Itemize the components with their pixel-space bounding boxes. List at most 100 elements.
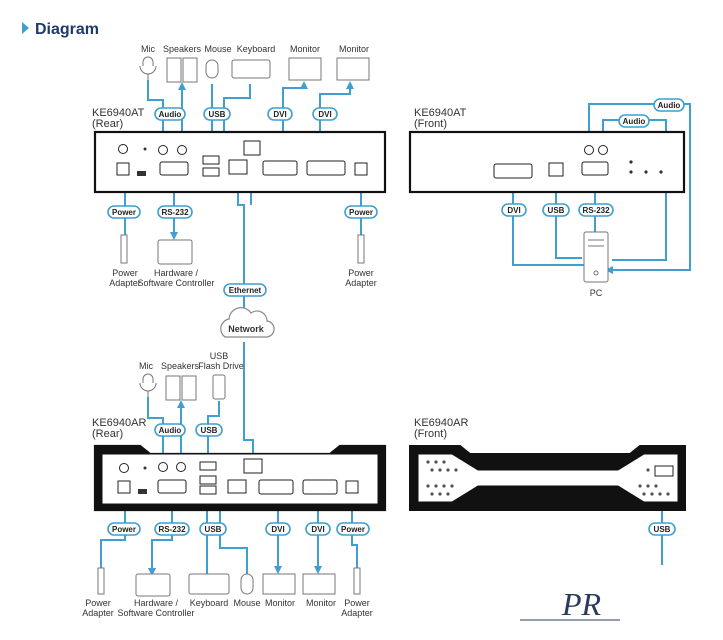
mic-label: Mic xyxy=(139,361,153,371)
link-mic-rx xyxy=(147,397,164,460)
mic-icon xyxy=(139,65,157,80)
dvi-pill xyxy=(305,522,331,536)
audio-pill xyxy=(618,114,650,128)
power-adapter-icon xyxy=(97,567,105,595)
power-adapter-icon xyxy=(120,234,128,264)
usb-pill-label: USB xyxy=(201,426,218,435)
link-mic-tx xyxy=(147,80,164,150)
power-pill-label: Power xyxy=(341,525,365,534)
audio-pill-label: Audio xyxy=(159,110,182,119)
dvi-pill-label: DVI xyxy=(318,110,331,119)
hw-controller-label: Hardware / xyxy=(154,268,199,278)
speaker-icon xyxy=(181,375,197,401)
usb-pill xyxy=(199,522,227,536)
rs232-port xyxy=(159,161,189,176)
dvi-port xyxy=(493,163,533,179)
audio-pill-label: Audio xyxy=(159,426,182,435)
mouse-label: Mouse xyxy=(233,598,260,608)
indicator xyxy=(143,147,147,151)
dvi-port xyxy=(306,160,346,176)
controller-icon xyxy=(157,239,193,265)
speaker-port xyxy=(177,145,187,155)
rx-rear-view: (Rear) xyxy=(92,428,123,440)
indicator xyxy=(143,466,147,470)
tx-front-chassis xyxy=(408,130,686,194)
power-adapter-label: Adapter xyxy=(109,278,141,288)
usb-flash-label: Flash Drive xyxy=(198,361,244,371)
power-adapter-icon xyxy=(357,234,365,264)
usb-front-port xyxy=(654,465,674,477)
rx-front-model: KE6940AR xyxy=(414,417,468,429)
logo-mark: PR xyxy=(561,586,602,622)
audio-pill xyxy=(154,107,186,121)
rx-front-view: (Front) xyxy=(414,428,447,440)
power-pill xyxy=(336,522,370,536)
usb-port xyxy=(199,461,217,471)
mic-label: Mic xyxy=(141,44,155,54)
mic-port xyxy=(158,462,168,472)
link-audio1-pc xyxy=(588,103,691,271)
audio-pill-label: Audio xyxy=(623,117,646,126)
dvi-pill xyxy=(501,203,527,217)
arrow-icon xyxy=(177,400,185,408)
arrow-icon xyxy=(346,81,354,89)
power-port xyxy=(345,480,359,494)
indicator xyxy=(659,170,663,174)
link-flash-rx xyxy=(207,401,220,465)
rx-peripherals-bottom: Power Adapter Hardware / Software Contro… xyxy=(82,567,373,618)
link-keyboard-tx xyxy=(223,84,251,162)
switch xyxy=(138,489,147,494)
mic-port xyxy=(158,145,168,155)
power-adapter-label: Power xyxy=(348,268,374,278)
power-adapter-label: Power xyxy=(344,598,370,608)
keyboard-icon xyxy=(188,573,230,595)
audio-pill xyxy=(154,423,186,437)
speaker-icon xyxy=(182,57,198,83)
mic-icon xyxy=(139,382,157,397)
audio-pill xyxy=(653,98,685,112)
ground-port xyxy=(118,144,128,154)
pc-tower-icon xyxy=(583,231,609,283)
rx-front-vents xyxy=(426,460,670,496)
keyboard-label: Keyboard xyxy=(190,598,229,608)
usb-port xyxy=(199,475,217,485)
power-port xyxy=(117,480,131,494)
usb-pill-label: USB xyxy=(654,525,671,534)
power-adapter-icon xyxy=(353,567,361,595)
dvi-pill xyxy=(265,522,291,536)
connection-lines xyxy=(100,80,691,574)
usb-port xyxy=(199,485,217,495)
hw-controller-label: Software Controller xyxy=(137,278,214,288)
mouse-icon xyxy=(205,59,219,79)
speaker-port xyxy=(176,462,186,472)
logo: PR xyxy=(520,586,620,622)
rs232-pill xyxy=(578,203,614,217)
dvi-port xyxy=(262,160,298,176)
usb-pill-label: USB xyxy=(548,206,565,215)
tx-rear-ports xyxy=(116,140,368,177)
dvi-pill-label: DVI xyxy=(311,525,324,534)
dvi-pill-label: DVI xyxy=(507,206,520,215)
rx-rear-ports xyxy=(117,458,359,495)
rx-front-chassis xyxy=(417,453,679,503)
audio-pill-label: Audio xyxy=(658,101,681,110)
usb-flash-drive-icon xyxy=(212,374,226,400)
power-pill xyxy=(344,205,378,219)
indicator xyxy=(644,170,648,174)
power-adapter-label: Adapter xyxy=(341,608,373,618)
power-adapter-label: Adapter xyxy=(345,278,377,288)
tx-front-view: (Front) xyxy=(414,118,447,130)
power-port xyxy=(116,162,130,176)
heading-arrow-icon xyxy=(22,22,29,34)
usb-pill-label: USB xyxy=(205,525,222,534)
power-pill-label: Power xyxy=(112,525,136,534)
rs232-pill-label: RS-232 xyxy=(582,206,610,215)
audio-port xyxy=(584,145,594,155)
indicator xyxy=(629,170,633,174)
network-cloud-icon xyxy=(220,307,275,338)
power-adapter-label: Adapter xyxy=(82,608,114,618)
power-pill-label: Power xyxy=(349,208,373,217)
power-adapter-label: Power xyxy=(112,268,138,278)
